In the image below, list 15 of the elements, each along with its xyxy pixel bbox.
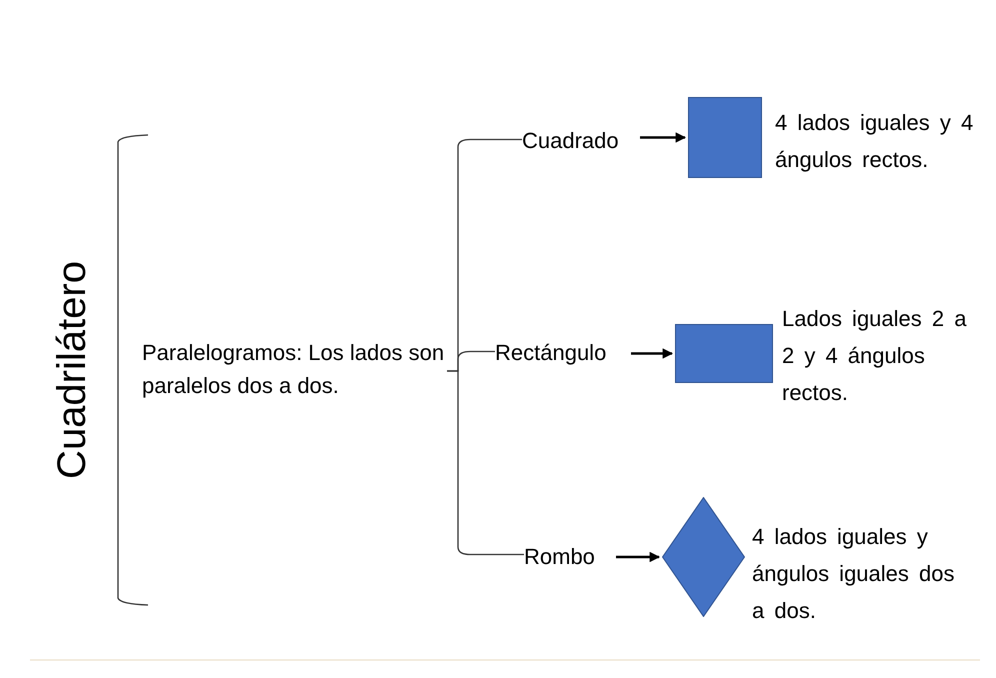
shape-name: Rombo bbox=[524, 540, 610, 573]
vertical-title: Cuadrilátero bbox=[42, 200, 102, 540]
square-shape bbox=[688, 97, 762, 178]
shape-name: Rectángulo bbox=[495, 336, 625, 369]
shape-description: Lados iguales 2 a 2 y 4 ángulos rectos. bbox=[782, 305, 968, 407]
rectangle-shape bbox=[675, 324, 773, 383]
connector-line bbox=[447, 370, 524, 556]
shape-description: 4 lados iguales y 4 ángulos rectos. bbox=[775, 109, 974, 174]
diamond-shape bbox=[662, 497, 745, 617]
arrow bbox=[616, 552, 660, 562]
arrow bbox=[640, 132, 686, 143]
arrow bbox=[631, 348, 674, 359]
shape-name: Cuadrado bbox=[522, 124, 634, 157]
shape-description: 4 lados iguales y ángulos iguales dos a dos. bbox=[752, 523, 956, 625]
description-text: Paralelogramos: Los lados son paralelos dos a dos. bbox=[142, 336, 447, 402]
